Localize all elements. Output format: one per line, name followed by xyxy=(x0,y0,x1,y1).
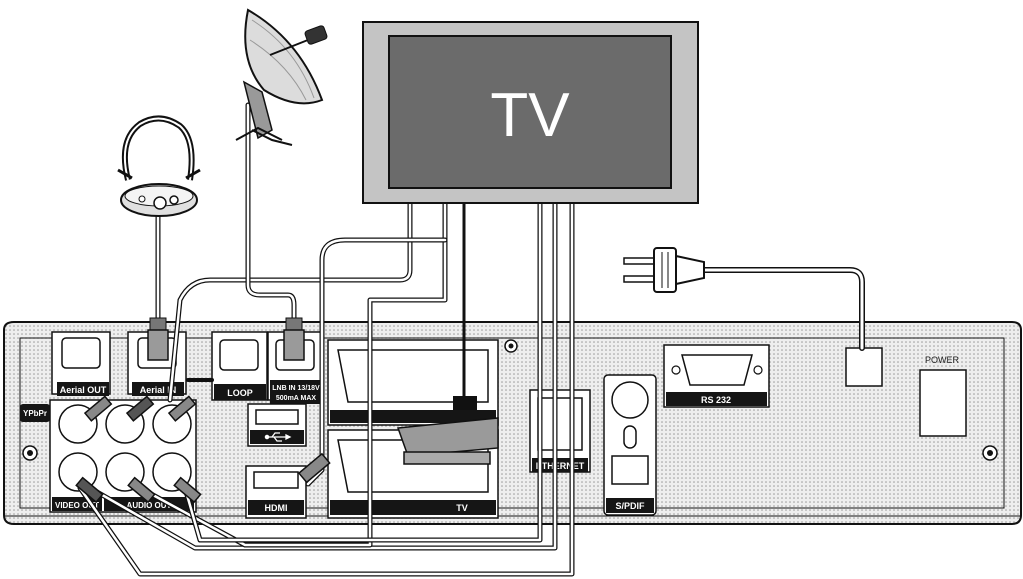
indoor-antenna-icon xyxy=(117,115,201,217)
video-out-label: VIDEO OUT xyxy=(55,501,99,510)
lnb-in-label: LNB IN 13/18V xyxy=(272,385,320,392)
hdmi-label: HDMI xyxy=(265,503,288,513)
rs232-port: RS 232 xyxy=(663,344,770,408)
satellite-cable xyxy=(245,102,297,325)
loop-port: LOOP xyxy=(211,331,268,401)
power-socket xyxy=(845,347,883,387)
loop-label: LOOP xyxy=(227,388,253,398)
ethernet-label: ETHERNET xyxy=(536,461,585,471)
aerial-out-port: Aerial OUT xyxy=(51,331,111,396)
usb-icon xyxy=(264,432,292,442)
scart-upper-port xyxy=(327,339,499,426)
connector-plugs xyxy=(75,317,499,504)
ypbpr-label: YPbPr xyxy=(23,409,47,418)
audio-out-label: AUDIO OUT xyxy=(127,501,172,510)
power-switch: POWER xyxy=(919,355,967,437)
power-label: POWER xyxy=(925,355,960,365)
lnb-in-limit-label: 500mA MAX xyxy=(276,395,317,402)
aerial-out-label: Aerial OUT xyxy=(60,385,107,395)
power-plug-icon xyxy=(623,247,705,293)
spdif-port: S/PDIF xyxy=(603,374,657,516)
rs232-label: RS 232 xyxy=(701,395,731,405)
aerial-in-label: Aerial IN xyxy=(140,385,177,395)
usb-port xyxy=(247,403,307,447)
cables xyxy=(77,102,865,577)
spdif-label: S/PDIF xyxy=(615,501,645,511)
tv-label: TV xyxy=(490,81,570,150)
satellite-dish-icon xyxy=(235,8,328,146)
scart-tv-label: TV xyxy=(456,503,468,513)
hdmi-port: HDMI xyxy=(245,465,307,519)
tv-set: TV xyxy=(362,21,699,204)
